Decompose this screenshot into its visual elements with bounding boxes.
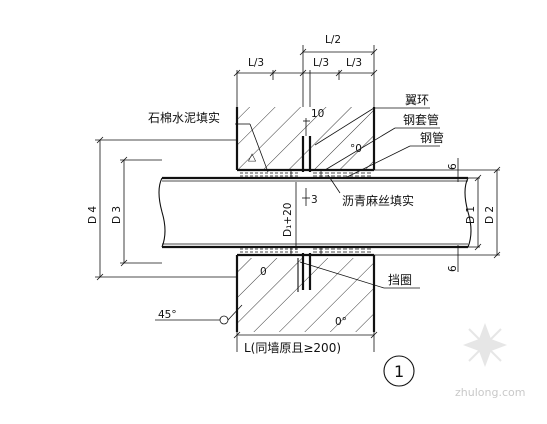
wall-upper: °0 △	[235, 107, 376, 170]
dim-d1-plus-20: D₁+20	[282, 203, 294, 237]
dim-d2: D 2	[484, 206, 496, 224]
svg-text:△: △	[248, 151, 257, 163]
dim-l-third-a: L/3	[248, 57, 264, 69]
svg-text:°0: °0	[350, 143, 362, 155]
packing	[240, 169, 372, 292]
angle-label: 45°	[158, 309, 177, 321]
dim-three-marks	[302, 188, 310, 206]
dim-six-bottom: 6	[447, 265, 459, 272]
dim-l-third-b: L/3	[313, 57, 329, 69]
steel-pipe	[158, 176, 472, 249]
dim-three: 3	[311, 194, 318, 206]
dim-l-half: L/2	[325, 34, 341, 46]
dim-d1: D 1	[465, 206, 477, 224]
label-steel-pipe: 钢管	[420, 130, 444, 145]
wall-length-label: L(同墙原且≥200)	[244, 341, 341, 355]
dim-six-top: 6	[447, 163, 459, 170]
right-dimensions	[374, 158, 501, 272]
svg-text:0: 0	[260, 266, 267, 278]
left-dimensions	[95, 136, 237, 281]
dim-d3: D 3	[111, 206, 123, 224]
top-dimensions	[233, 45, 378, 107]
watermark	[463, 323, 507, 367]
label-steel-sleeve: 钢套管	[403, 112, 439, 127]
dim-ten: 10	[311, 108, 324, 120]
detail-number-circle	[383, 355, 415, 387]
bottom-dimension	[233, 331, 378, 352]
leaders	[235, 107, 440, 289]
svg-text:0°: 0°	[335, 316, 347, 328]
wall-lower: 0° 0	[235, 255, 376, 332]
label-wing-ring: 翼环	[405, 93, 429, 107]
label-asphalt-hemp: 沥青麻丝填实	[342, 193, 414, 208]
dim-l-third-c: L/3	[346, 57, 362, 69]
label-asbestos-cement: 石棉水泥填实	[148, 110, 220, 125]
dim-ten-marks	[303, 118, 310, 136]
angle-marker	[155, 304, 243, 325]
detail-number: 1	[394, 362, 404, 381]
dim-d4: D 4	[87, 206, 99, 224]
label-retaining-ring: 挡圈	[388, 273, 412, 287]
watermark-text: zhulong.com	[455, 386, 525, 399]
